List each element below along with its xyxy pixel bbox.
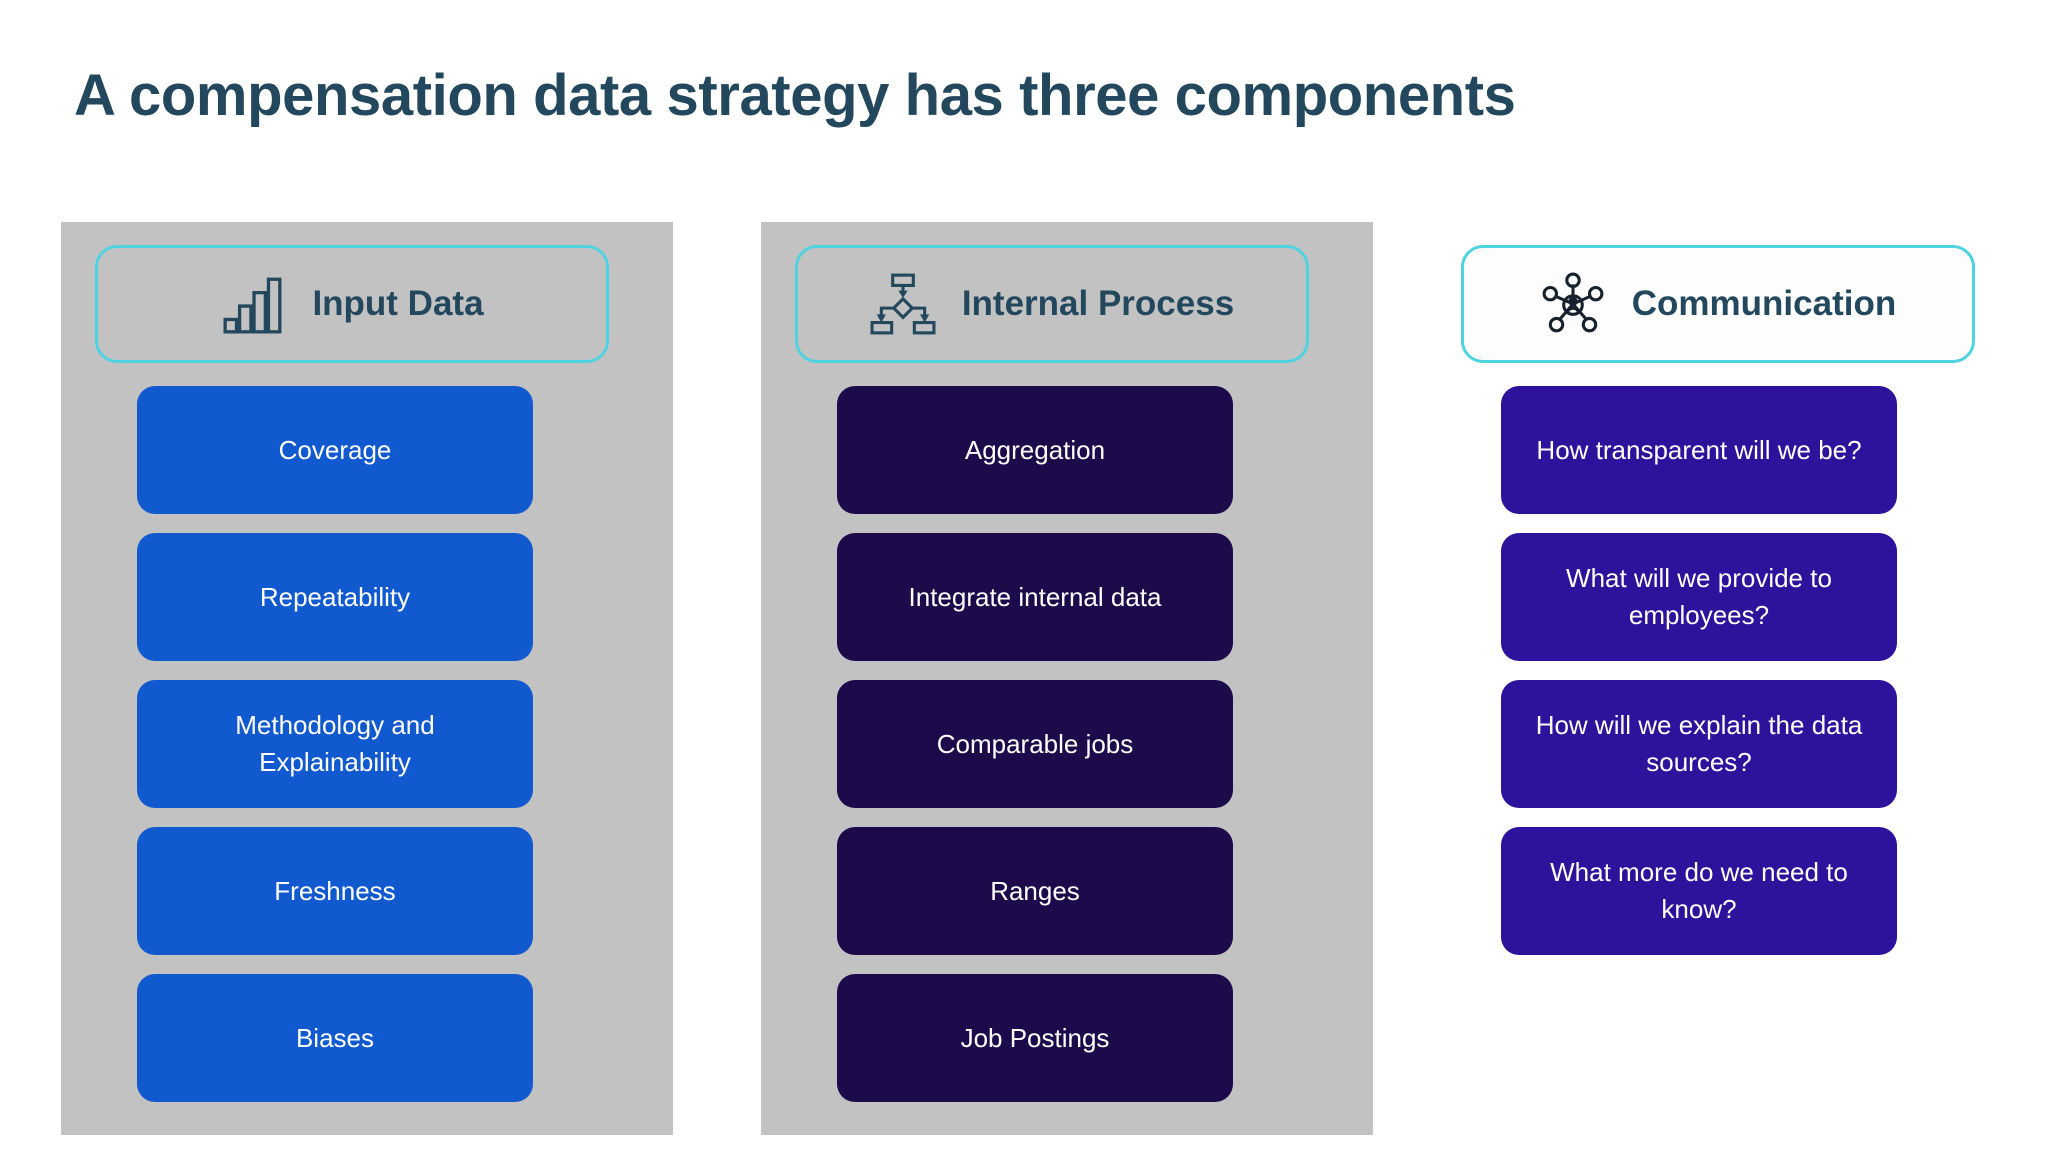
column-input-data: Input Data Coverage Repeatability Method… xyxy=(61,222,673,1135)
pill-label: Ranges xyxy=(990,875,1080,906)
pill-stack-internal-process: Aggregation Integrate internal data Comp… xyxy=(837,386,1233,1102)
flowchart-icon xyxy=(870,273,936,335)
pill-item[interactable]: Comparable jobs xyxy=(837,680,1233,808)
pill-item[interactable]: What more do we need to know? xyxy=(1501,827,1897,955)
column-header-label: Internal Process xyxy=(961,284,1235,323)
column-communication: Communication How transparent will we be… xyxy=(1461,222,2048,1135)
pill-item[interactable]: Coverage xyxy=(137,386,533,514)
pill-label: Biases xyxy=(295,1022,375,1053)
network-hub-icon xyxy=(1542,272,1604,333)
column-header-label: Input Data xyxy=(312,284,484,323)
pill-item[interactable]: Biases xyxy=(137,974,533,1102)
components-container: Input Data Coverage Repeatability Method… xyxy=(0,222,2048,1152)
pill-item[interactable]: Integrate internal data xyxy=(837,533,1233,661)
pill-label: Comparable jobs xyxy=(936,728,1134,759)
pill-label: How transparent will we be? xyxy=(1536,434,1862,465)
page-title: A compensation data strategy has three c… xyxy=(74,63,1516,128)
pill-item[interactable]: Methodology and Explainability xyxy=(137,680,533,808)
pill-label: Job Postings xyxy=(960,1022,1110,1053)
pill-label: Freshness xyxy=(274,875,396,906)
pill-item[interactable]: Aggregation xyxy=(837,386,1233,514)
column-header-communication[interactable]: Communication xyxy=(1461,245,1975,363)
pill-item[interactable]: What will we provide to employees? xyxy=(1501,533,1897,661)
pill-label: Repeatability xyxy=(259,581,411,612)
column-header-input-data[interactable]: Input Data xyxy=(95,245,609,363)
pill-item[interactable]: Freshness xyxy=(137,827,533,955)
pill-label: What will we provide to employees? xyxy=(1566,563,1832,630)
pill-item[interactable]: Ranges xyxy=(837,827,1233,955)
pill-label: How will we explain the data sources? xyxy=(1535,710,1863,777)
column-internal-process: Internal Process Aggregation Integrate i… xyxy=(761,222,1373,1135)
pill-label: Coverage xyxy=(278,434,392,465)
pill-label: Integrate internal data xyxy=(908,581,1162,612)
pill-stack-communication: How transparent will we be? What will we… xyxy=(1501,386,1897,955)
pill-label: What more do we need to know? xyxy=(1550,857,1848,924)
pill-stack-input-data: Coverage Repeatability Methodology and E… xyxy=(137,386,533,1102)
pill-item[interactable]: How will we explain the data sources? xyxy=(1501,680,1897,808)
column-header-internal-process[interactable]: Internal Process xyxy=(795,245,1309,363)
pill-label: Aggregation xyxy=(964,434,1106,465)
pill-item[interactable]: Job Postings xyxy=(837,974,1233,1102)
pill-item[interactable]: Repeatability xyxy=(137,533,533,661)
pill-label: Methodology and Explainability xyxy=(235,710,435,777)
pill-item[interactable]: How transparent will we be? xyxy=(1501,386,1897,514)
column-header-label: Communication xyxy=(1631,284,1897,323)
bar-chart-icon xyxy=(223,277,282,334)
